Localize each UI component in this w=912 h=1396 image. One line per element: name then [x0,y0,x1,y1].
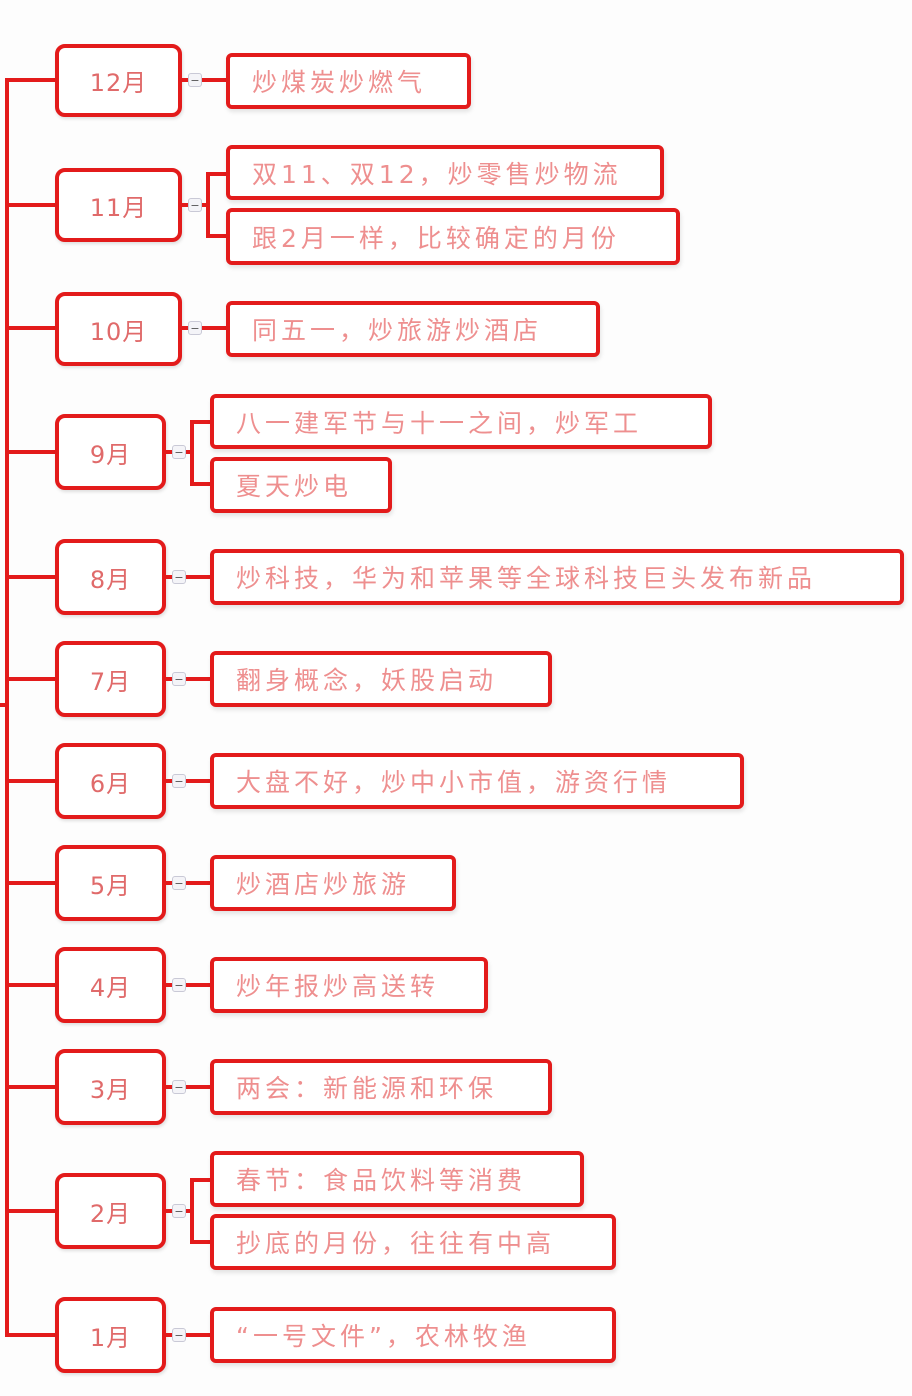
branch-connector [7,326,57,330]
topic-node[interactable]: 跟2月一样，比较确定的月份 [226,208,680,265]
topic-connector [166,881,212,885]
topic-connector [166,983,212,987]
month-node-1[interactable]: 1月 [55,1297,166,1373]
topic-node[interactable]: 炒年报炒高送转 [210,957,488,1013]
branch-connector [7,881,57,885]
topic-connector [166,779,212,783]
collapse-toggle-icon[interactable]: − [172,774,186,788]
collapse-toggle-icon[interactable]: − [172,1080,186,1094]
branch-connector [7,677,57,681]
root-spine-connector [5,78,9,1337]
topic-connector [190,420,212,424]
month-node-5[interactable]: 5月 [55,845,166,921]
branch-connector [7,203,57,207]
topic-node[interactable]: “一号文件”，农林牧渔 [210,1307,616,1363]
fork-connector [190,420,194,486]
topic-connector [190,1178,212,1182]
branch-connector [7,450,57,454]
collapse-toggle-icon[interactable]: − [172,570,186,584]
topic-connector [206,234,228,238]
branch-connector [5,1333,57,1337]
topic-node[interactable]: 春节：食品饮料等消费 [210,1151,584,1207]
topic-connector [206,172,228,176]
topic-node[interactable]: 炒煤炭炒燃气 [226,53,471,109]
month-node-12[interactable]: 12月 [55,44,182,117]
collapse-toggle-icon[interactable]: − [172,1328,186,1342]
topic-connector [190,1240,212,1244]
collapse-toggle-icon[interactable]: − [172,876,186,890]
topic-connector [190,482,212,486]
branch-connector [7,1085,57,1089]
topic-node[interactable]: 抄底的月份，往往有中高 [210,1214,616,1270]
topic-connector [166,575,212,579]
topic-node[interactable]: 八一建军节与十一之间，炒军工 [210,394,712,449]
collapse-toggle-icon[interactable]: − [172,978,186,992]
branch-connector [7,575,57,579]
month-node-2[interactable]: 2月 [55,1173,166,1249]
month-node-3[interactable]: 3月 [55,1049,166,1125]
topic-node[interactable]: 炒科技，华为和苹果等全球科技巨头发布新品 [210,549,904,605]
collapse-toggle-icon[interactable]: − [188,73,202,87]
collapse-toggle-icon[interactable]: − [172,672,186,686]
topic-node[interactable]: 夏天炒电 [210,457,392,513]
month-node-7[interactable]: 7月 [55,641,166,717]
month-node-10[interactable]: 10月 [55,292,182,366]
topic-connector [166,677,212,681]
collapse-toggle-icon[interactable]: − [188,198,202,212]
topic-node[interactable]: 同五一，炒旅游炒酒店 [226,301,600,357]
month-node-4[interactable]: 4月 [55,947,166,1023]
topic-node[interactable]: 大盘不好，炒中小市值，游资行情 [210,753,744,809]
topic-node[interactable]: 炒酒店炒旅游 [210,855,456,911]
collapse-toggle-icon[interactable]: − [172,445,186,459]
root-connector-tick [0,703,6,707]
topic-connector [166,1333,212,1337]
branch-connector [7,983,57,987]
branch-connector [7,78,57,82]
fork-connector [206,172,210,238]
month-node-9[interactable]: 9月 [55,414,166,490]
branch-connector [7,779,57,783]
topic-node[interactable]: 双11、双12，炒零售炒物流 [226,145,664,200]
branch-connector [7,1209,57,1213]
topic-node[interactable]: 两会：新能源和环保 [210,1059,552,1115]
collapse-toggle-icon[interactable]: − [172,1204,186,1218]
month-node-6[interactable]: 6月 [55,743,166,819]
topic-connector [182,78,228,82]
month-node-11[interactable]: 11月 [55,168,182,242]
collapse-toggle-icon[interactable]: − [188,321,202,335]
fork-connector [190,1178,194,1244]
topic-connector [182,326,228,330]
month-node-8[interactable]: 8月 [55,539,166,615]
topic-connector [166,1085,212,1089]
topic-node[interactable]: 翻身概念，妖股启动 [210,651,552,707]
